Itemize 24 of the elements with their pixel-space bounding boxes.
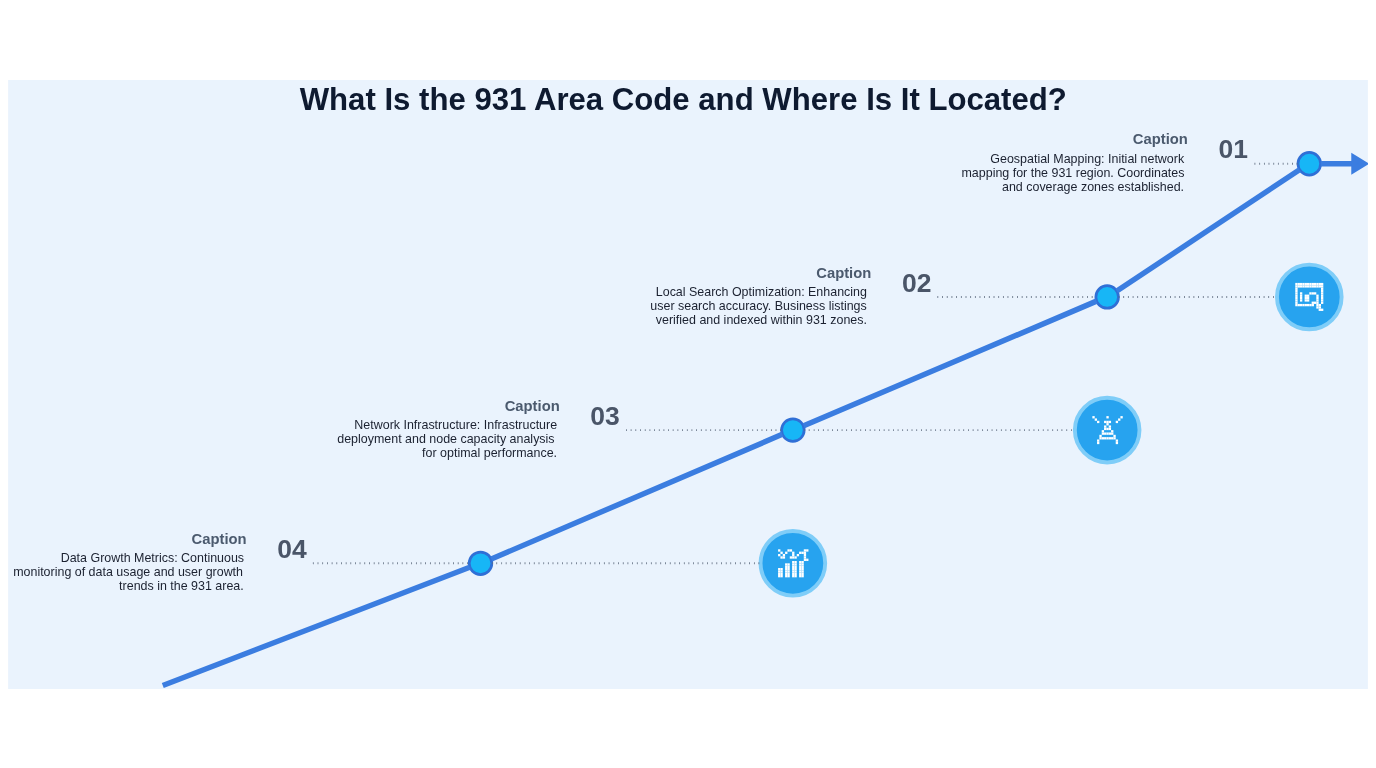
node-label: Caption — [504, 397, 560, 414]
node-label: Geospatial Mapping: Initial network mapping for the 931 region. Coordinates and coverage zones established. — [961, 151, 1185, 194]
node-circle — [1094, 283, 1120, 310]
node-label: Caption — [816, 264, 872, 281]
node-label: Network Infrastructure: Infrastructure deployment and node capacity analysis for optimal performance. — [337, 417, 558, 460]
node-circle — [758, 528, 828, 598]
connector — [311, 561, 470, 564]
node-label: Caption — [1132, 130, 1188, 147]
node-circle — [1072, 395, 1142, 464]
node-text: 01 — [1218, 133, 1248, 164]
node-text: 04 — [277, 533, 307, 564]
connector — [161, 564, 471, 688]
node-circle — [467, 550, 494, 576]
node-circle — [1296, 150, 1322, 176]
node-circle — [1275, 262, 1344, 331]
node-circle — [780, 416, 806, 443]
node-text: 02 — [901, 267, 932, 298]
connector — [625, 428, 783, 431]
node-label: Caption — [191, 530, 247, 547]
diagram-title: What Is the 931 Area Code and Where Is It Located? — [299, 81, 1067, 117]
node-text: 03 — [590, 400, 620, 431]
arrow — [1320, 152, 1368, 175]
node-label: Local Search Optimization: Enhancing user search accuracy. Business listings verified and indexed within 931 zones. — [650, 284, 867, 327]
node-label: Data Growth Metrics: Continuous monitoring of data usage and user growth trends in the 931 area. — [13, 550, 245, 593]
